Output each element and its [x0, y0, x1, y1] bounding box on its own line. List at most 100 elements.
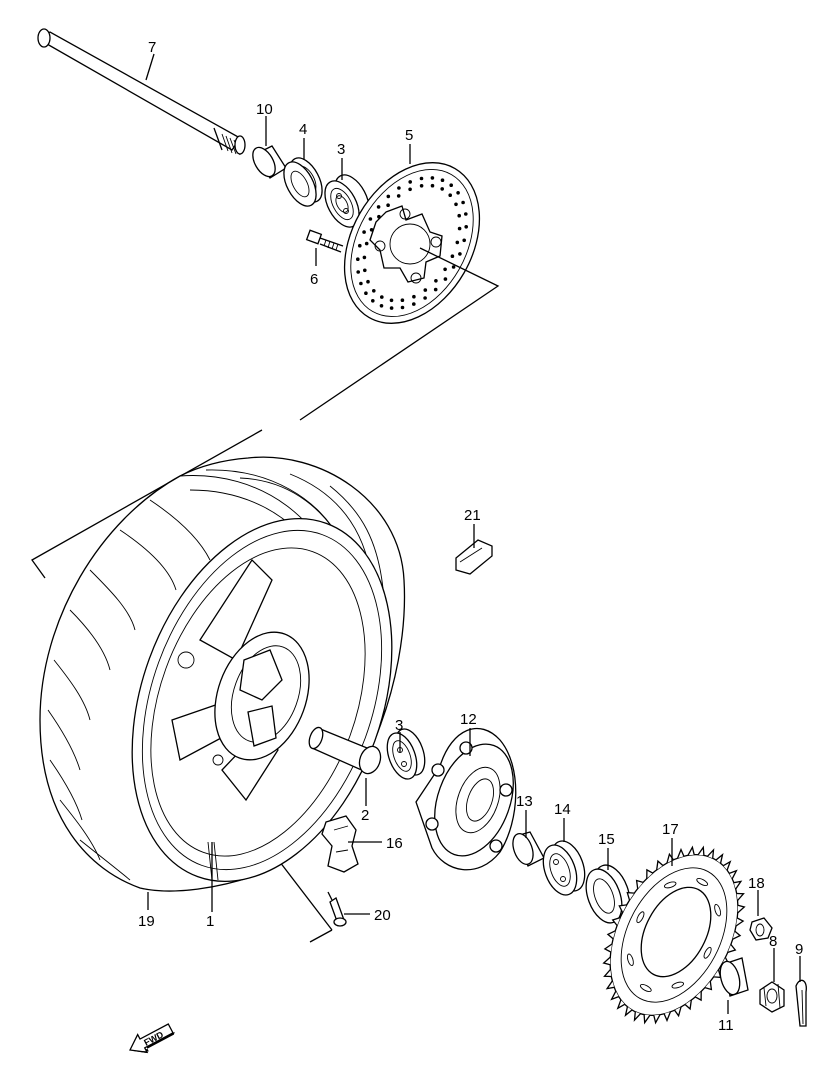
callout-13: 13 — [516, 793, 533, 810]
sprocket-slot — [696, 877, 709, 887]
sprocket-tooth — [633, 1011, 641, 1022]
callout-11: 11 — [718, 1017, 734, 1034]
disc-hole — [419, 176, 424, 181]
sprocket-tooth — [736, 892, 745, 901]
sprocket-tooth — [676, 847, 685, 859]
callout-4: 4 — [299, 121, 307, 138]
disc-hole — [412, 294, 416, 299]
callout-labels: 7 10 4 3 5 6 21 12 3 2 13 14 15 17 16 18… — [138, 39, 803, 1034]
sprocket-drum-part — [415, 728, 517, 871]
sprocket-collar-part — [719, 957, 749, 997]
sprocket-tooth — [707, 848, 715, 859]
disc-hole — [434, 279, 438, 283]
tire-valve-part — [327, 891, 347, 927]
disc-hole — [362, 230, 366, 234]
disc-hole — [376, 205, 381, 209]
disc-hole — [423, 296, 427, 300]
disc-hole — [356, 270, 361, 274]
sprocket-tooth — [694, 991, 702, 1002]
disc-hole — [433, 287, 438, 292]
disc-hole — [366, 279, 370, 284]
disc-hole — [362, 255, 367, 260]
sprocket-tooth — [697, 845, 705, 856]
disc-hole — [364, 241, 369, 246]
sprocket-tooth — [687, 845, 695, 856]
disc-hole — [430, 183, 435, 188]
sprocket-slot — [626, 953, 634, 967]
callout-15: 15 — [598, 831, 615, 848]
disc-hole — [400, 298, 405, 303]
wheel-rim-part — [131, 517, 393, 883]
balancer-weight-part — [455, 539, 493, 575]
sprocket-tooth — [603, 969, 612, 978]
sprocket-tooth — [606, 930, 616, 940]
disc-hole — [368, 217, 373, 221]
disc-hole — [448, 193, 453, 197]
disc-hole — [397, 186, 401, 190]
damper-part — [321, 815, 359, 873]
disc-hole — [430, 176, 435, 180]
disc-hole — [457, 213, 462, 218]
disc-hole — [356, 257, 360, 262]
sprocket-tooth — [653, 1014, 661, 1025]
sprocket-slot — [639, 983, 652, 993]
collar-part — [252, 145, 287, 179]
disc-hole — [451, 265, 456, 269]
disc-hole — [412, 302, 416, 306]
disc-hole — [461, 200, 465, 205]
axle-nut-part — [759, 981, 785, 1013]
sprocket-tooth — [635, 879, 644, 889]
callout-1: 1 — [206, 913, 214, 930]
callout-10: 10 — [256, 101, 273, 118]
disc-hole — [380, 295, 384, 299]
cotter-pin-part — [795, 979, 807, 1027]
sprocket-tooth — [663, 1011, 672, 1023]
disc-bolt-part — [305, 229, 344, 253]
sprocket-tooth — [656, 859, 664, 870]
sprocket-tooth — [646, 868, 654, 879]
callout-7: 7 — [148, 39, 156, 56]
drum-bearing-part — [542, 840, 586, 896]
callout-6: 6 — [310, 271, 318, 288]
disc-hole — [408, 187, 412, 192]
disc-hole — [462, 238, 467, 243]
disc-hole — [379, 304, 384, 308]
disc-hole — [386, 203, 390, 207]
disc-hole — [457, 226, 462, 231]
sprocket-slot — [636, 911, 645, 924]
callout-17: 17 — [662, 821, 679, 838]
disc-hole — [455, 240, 460, 245]
disc-hole — [400, 305, 405, 310]
sprocket-tooth — [603, 943, 613, 953]
sprocket-tooth — [733, 880, 743, 890]
disc-hole — [423, 288, 428, 292]
sprocket-slot — [703, 946, 712, 959]
rear-sprocket-part — [602, 845, 746, 1025]
callout-16: 16 — [386, 835, 403, 852]
disc-hole — [440, 178, 445, 182]
leader-lines — [145, 53, 801, 1014]
sprocket-tooth — [611, 916, 621, 926]
callout-5: 5 — [405, 127, 413, 144]
sprocket-tooth — [610, 990, 619, 1001]
callout-3-upper: 3 — [337, 141, 345, 158]
disc-hole — [440, 187, 445, 191]
disc-hole — [450, 254, 455, 258]
disc-hole — [449, 183, 454, 187]
sprocket-slot — [671, 981, 685, 989]
callout-21: 21 — [464, 507, 481, 524]
disc-hole — [419, 184, 424, 188]
disc-hole — [386, 194, 391, 199]
callout-8: 8 — [769, 933, 777, 950]
sprocket-tooth — [704, 981, 713, 991]
sprocket-tooth — [684, 1000, 692, 1011]
sprocket-tooth — [729, 869, 738, 880]
callout-20: 20 — [374, 907, 391, 924]
fwd-arrow-icon: FWD — [129, 1023, 175, 1054]
callout-18: 18 — [748, 875, 765, 892]
sprocket-tooth — [618, 904, 627, 913]
sprocket-tooth — [626, 891, 635, 901]
callout-19: 19 — [138, 913, 155, 930]
spacer-part — [308, 726, 382, 775]
